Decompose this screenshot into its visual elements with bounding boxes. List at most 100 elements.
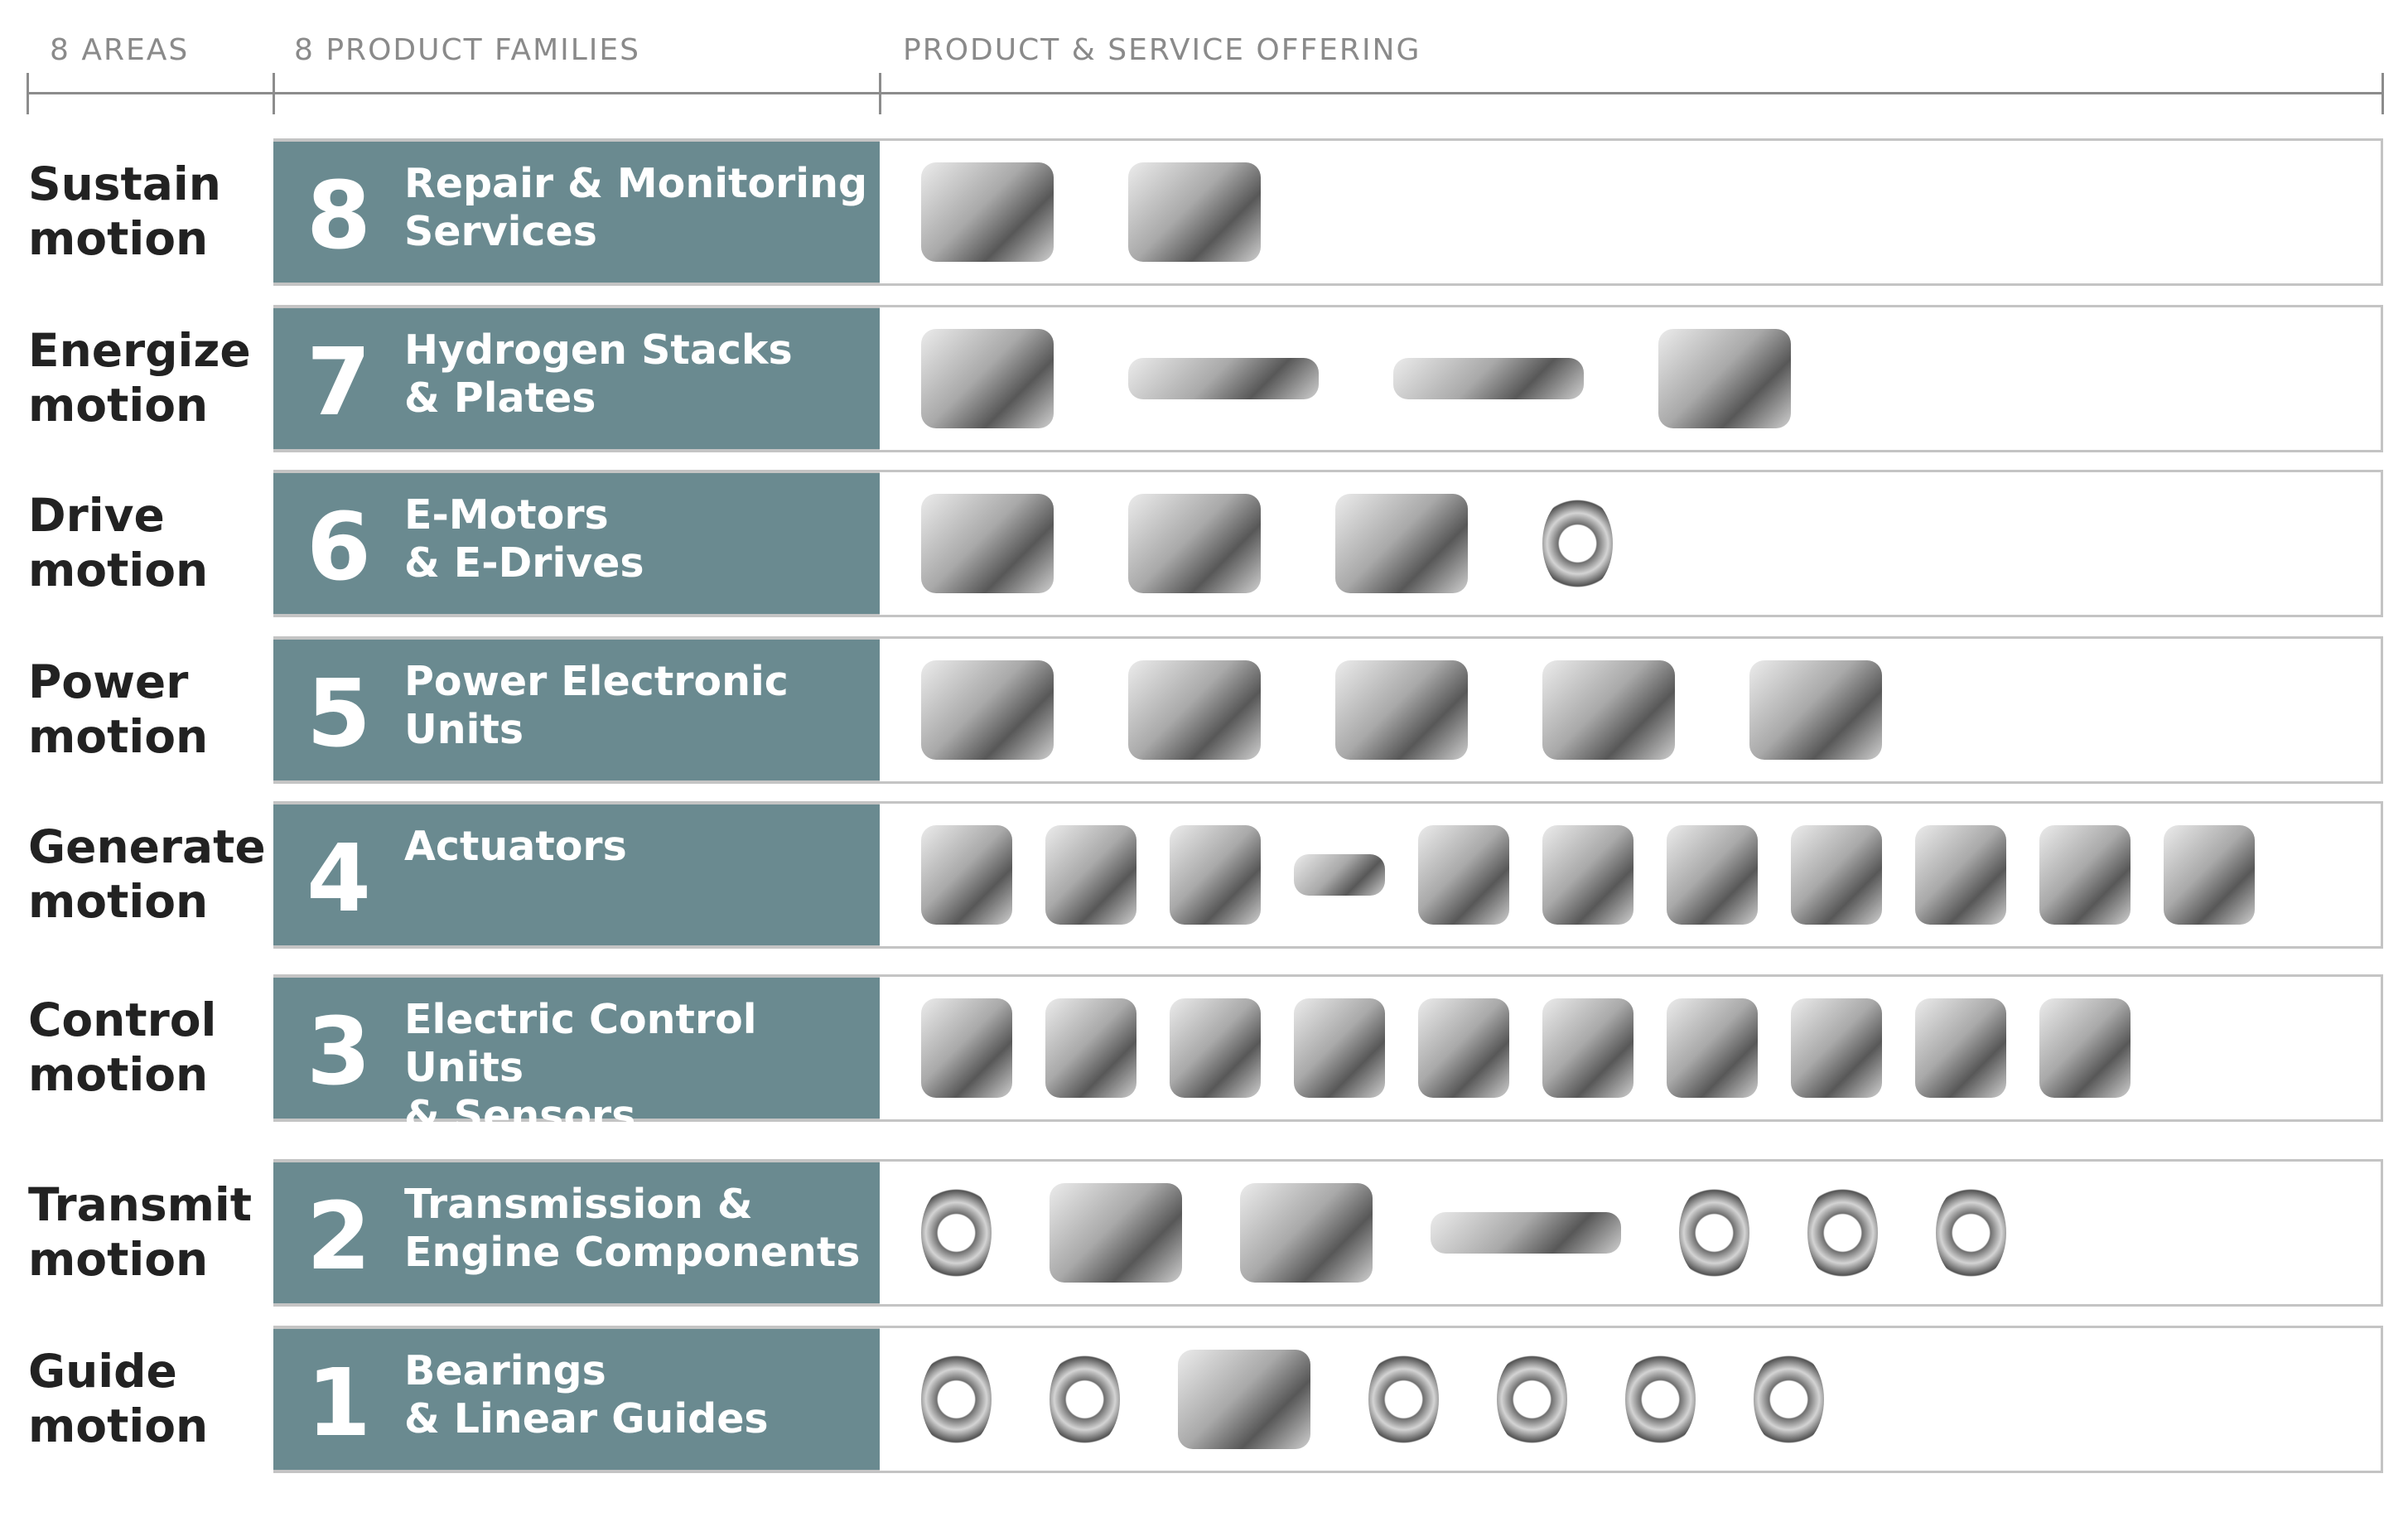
tablet-icon <box>1128 162 1261 262</box>
family-row: Guide motion 1 Bearings & Linear Guides <box>0 1326 2408 1473</box>
ecu-housing-icon <box>1542 998 1633 1098</box>
hydraulic-valve-icon <box>1542 825 1633 925</box>
roller-bearing-icon <box>1625 1350 1696 1449</box>
header-divider <box>27 92 2383 94</box>
offering-panel <box>880 1159 2383 1307</box>
area-label: Guide motion <box>28 1345 209 1452</box>
motor-actuator-icon <box>1667 825 1758 925</box>
gear-set-icon <box>1050 1183 1182 1283</box>
robot-arm-icon <box>1791 825 1882 925</box>
thin-bearing-icon <box>1368 1350 1439 1449</box>
linear-guide-icon <box>1178 1350 1310 1449</box>
bipolar-plate-icon <box>1128 358 1319 399</box>
dual-mass-flywheel-icon <box>1807 1183 1878 1283</box>
header-product-families: 8 PRODUCT FAMILIES <box>294 33 641 67</box>
offering-panel <box>880 636 2383 784</box>
family-label: Electric Control Units & Sensors <box>404 996 757 1139</box>
sensor-probe-icon <box>921 998 1012 1098</box>
slewing-ring-icon <box>1754 1350 1824 1449</box>
family-box: 4 Actuators <box>273 801 880 949</box>
area-label: Control motion <box>28 993 217 1101</box>
gearbox-icon <box>1240 1183 1373 1283</box>
water-pump-icon <box>2039 825 2131 925</box>
plate-icon <box>1393 358 1584 399</box>
plain-bearing-icon <box>1497 1350 1567 1449</box>
family-number: 3 <box>306 998 371 1106</box>
ev-chassis-icon <box>1128 494 1261 593</box>
valve-actuator-icon <box>1170 825 1261 925</box>
area-label: Energize motion <box>28 324 251 432</box>
clutch-icon <box>1679 1183 1749 1283</box>
family-row: Power motion 5 Power Electronic Units <box>0 636 2408 784</box>
family-number: 8 <box>306 162 371 270</box>
area-label: Drive motion <box>28 489 209 597</box>
e-drive-unit-icon <box>921 494 1054 593</box>
family-number: 7 <box>306 329 371 437</box>
area-label: Power motion <box>28 655 209 763</box>
control-unit-icon <box>1749 660 1882 760</box>
family-number: 4 <box>306 825 371 933</box>
solenoid-valve-icon <box>1915 825 2006 925</box>
offering-panel <box>880 1326 2383 1473</box>
offering-panel <box>880 305 2383 452</box>
family-label: E-Motors & E-Drives <box>404 491 644 587</box>
inverter-icon <box>921 660 1054 760</box>
control-module-icon <box>1667 998 1758 1098</box>
bearing-assembly-icon <box>921 1183 992 1283</box>
offering-panel <box>880 801 2383 949</box>
area-label: Sustain motion <box>28 157 221 265</box>
ball-bearing-icon <box>921 1350 992 1449</box>
column-tick <box>273 73 275 114</box>
family-label: Actuators <box>404 823 627 870</box>
family-label: Bearings & Linear Guides <box>404 1347 769 1442</box>
ecu-icon <box>1045 998 1136 1098</box>
family-row: Energize motion 7 Hydrogen Stacks & Plat… <box>0 305 2408 452</box>
family-number: 6 <box>306 494 371 602</box>
family-box: 6 E-Motors & E-Drives <box>273 470 880 617</box>
electro-hydraulic-unit-icon <box>2164 825 2255 925</box>
family-row: Transmit motion 2 Transmission & Engine … <box>0 1159 2408 1307</box>
ball-screw-icon <box>1431 1212 1621 1254</box>
family-box: 3 Electric Control Units & Sensors <box>273 974 880 1139</box>
header-areas: 8 AREAS <box>50 33 190 67</box>
throttle-body-icon <box>1418 998 1509 1098</box>
header-offering: PRODUCT & SERVICE OFFERING <box>903 33 1421 67</box>
power-board-icon <box>1542 660 1675 760</box>
fuel-cell-stacks-icon <box>921 329 1054 428</box>
actuator-icon <box>921 825 1012 925</box>
family-row: Sustain motion 8 Repair & Monitoring Ser… <box>0 138 2408 286</box>
column-tick <box>27 73 29 114</box>
e-axle-icon <box>1335 494 1468 593</box>
offering-panel <box>880 138 2383 286</box>
offering-panel <box>880 974 2383 1122</box>
power-module-icon <box>1128 660 1261 760</box>
family-number: 5 <box>306 660 371 768</box>
bearing-unit-icon <box>1050 1350 1120 1449</box>
dc-dc-converter-icon <box>1335 660 1468 760</box>
family-box: 8 Repair & Monitoring Services <box>273 138 880 286</box>
family-label: Hydrogen Stacks & Plates <box>404 326 793 422</box>
offering-panel <box>880 470 2383 617</box>
family-row: Generate motion 4 Actuators <box>0 801 2408 949</box>
family-box: 2 Transmission & Engine Components <box>273 1159 880 1307</box>
hydrogen-stack-icon <box>1658 329 1791 428</box>
pump-icon <box>1045 825 1136 925</box>
hub-bearing-icon <box>1936 1183 2006 1283</box>
family-box: 7 Hydrogen Stacks & Plates <box>273 305 880 452</box>
column-tick <box>2381 73 2384 114</box>
family-label: Transmission & Engine Components <box>404 1181 861 1276</box>
diagnostic-kit-icon <box>921 162 1054 262</box>
valve-body-icon <box>2039 998 2131 1098</box>
cable-actuator-icon <box>1418 825 1509 925</box>
column-tick <box>879 73 881 114</box>
family-box: 1 Bearings & Linear Guides <box>273 1326 880 1473</box>
family-number: 1 <box>306 1350 371 1457</box>
linear-actuator-icon <box>1294 854 1385 896</box>
family-row: Control motion 3 Electric Control Units … <box>0 974 2408 1139</box>
area-label: Generate motion <box>28 820 266 928</box>
ecu-box-icon <box>1791 998 1882 1098</box>
ecu-board-icon <box>1170 998 1261 1098</box>
family-label: Repair & Monitoring Services <box>404 160 868 255</box>
ecu-cover-icon <box>1915 998 2006 1098</box>
family-box: 5 Power Electronic Units <box>273 636 880 784</box>
